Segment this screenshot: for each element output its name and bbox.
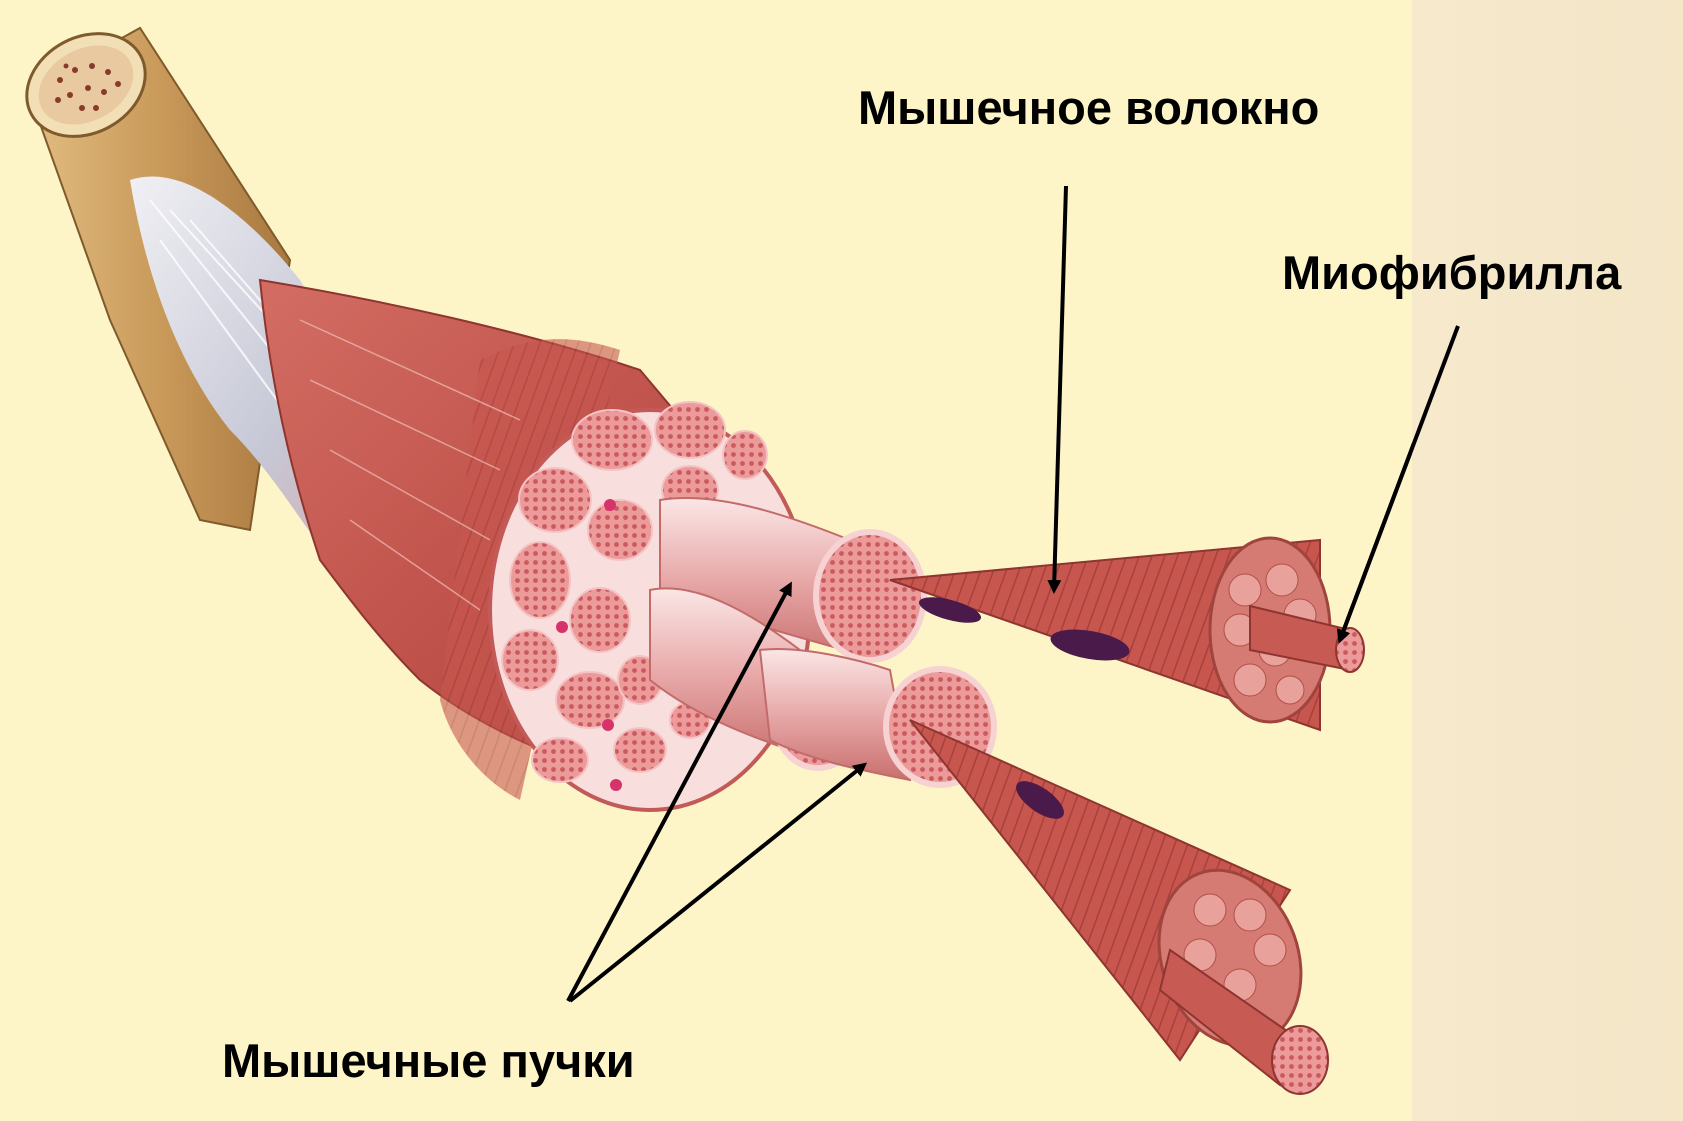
muscle-fiber-label: Мышечное волокно (858, 80, 1319, 135)
arrow-icon (1054, 186, 1066, 590)
muscle-structure-diagram (0, 0, 1412, 1121)
arrow-icon (1340, 326, 1412, 640)
myofibril-label: Миофибрилла (1282, 245, 1621, 300)
muscle-bundles-label: Мышечные пучки (222, 1033, 635, 1088)
muscle-fiber-lower (910, 720, 1328, 1094)
